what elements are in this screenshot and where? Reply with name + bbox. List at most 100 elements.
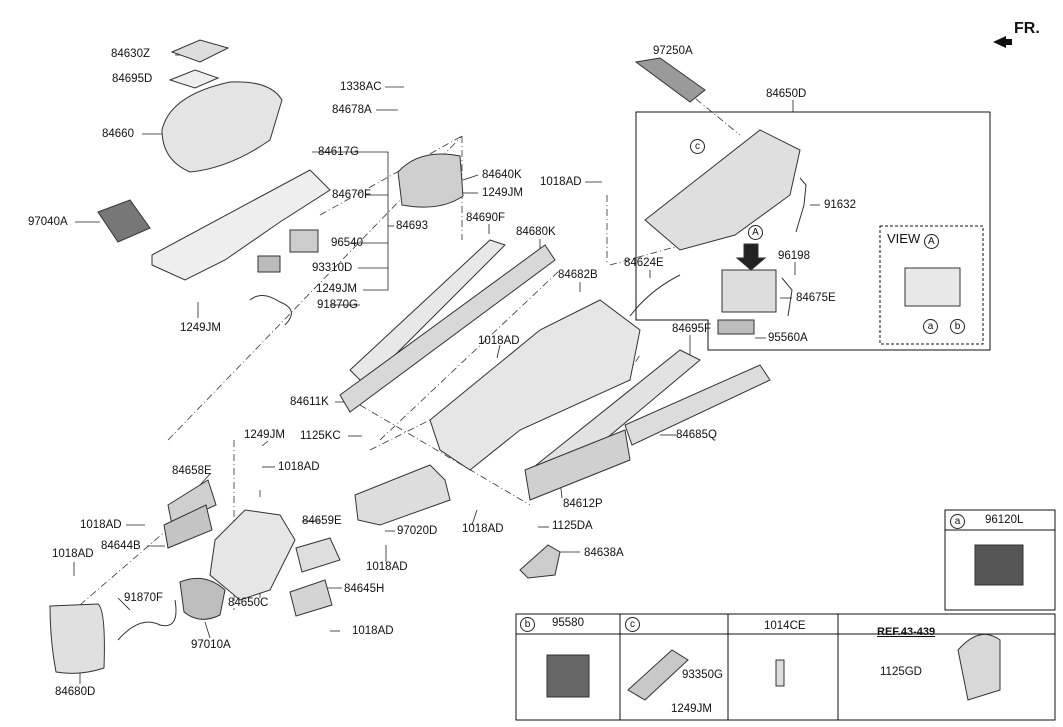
part-label: 84695F (672, 323, 712, 335)
part-label: 84644B (101, 540, 141, 552)
part-label: 91870G (317, 299, 358, 311)
part-label: 84650D (766, 88, 807, 100)
part-label: 84682B (558, 269, 598, 281)
part-label: 91632 (824, 199, 856, 211)
part-label: 97010A (191, 639, 231, 651)
part-label: 1249JM (316, 283, 357, 295)
part-label: 1018AD (478, 335, 520, 347)
view-a-box (879, 225, 984, 345)
part-label: 1125DA (552, 520, 593, 532)
part-label: 84660 (102, 128, 134, 140)
view-a-detail-shape (904, 267, 961, 307)
switch-95560a-shape (717, 319, 755, 335)
legend-a-part: 96120L (985, 514, 1024, 526)
panel-84685q-shape (624, 364, 771, 446)
legend-d-part: 1014CE (764, 620, 806, 632)
part-label: 84659E (302, 515, 342, 527)
view-a-label: VIEW A (887, 231, 939, 249)
part-label: 97250A (653, 45, 693, 57)
bezel-84650d-shape (644, 129, 801, 251)
cup-holder-shape (397, 153, 464, 208)
switch-93350g-shape (627, 649, 689, 701)
part-label: 84611K (290, 396, 329, 408)
part-label: 84690F (466, 212, 506, 224)
part-label: 84645H (344, 583, 385, 595)
armrest-lid-shape (161, 81, 283, 173)
legend-b-part: 95580 (552, 617, 584, 629)
wiring-91870g-shape (249, 295, 292, 326)
part-label: 84612P (563, 498, 603, 510)
part-label: 84695D (112, 73, 153, 85)
wire-91870f-shape (117, 599, 177, 641)
part-label: 84675E (796, 292, 836, 304)
part-label: 84650C (228, 597, 269, 609)
group-84650d-box (635, 111, 991, 351)
part-label: 84638A (584, 547, 624, 559)
bracket-84638a-shape (519, 544, 561, 579)
part-label: 95560A (768, 332, 808, 344)
legend-c-sub2: 1249JM (671, 703, 712, 715)
part-label: 1018AD (462, 523, 504, 535)
legend-a-marker: a (950, 514, 965, 529)
vent-97040a-shape (97, 199, 151, 243)
callout-c: c (690, 139, 705, 154)
mat-84695d-shape (168, 69, 220, 89)
panel-84659e-shape (295, 537, 341, 573)
module-95580-shape (546, 654, 590, 698)
trim-97250a-shape (634, 57, 706, 103)
part-label: 1249JM (482, 187, 523, 199)
part-label: 84630Z (111, 48, 151, 60)
part-label: 84680D (55, 686, 96, 698)
part-label: 97020D (397, 525, 438, 537)
bolt-1014ce-shape (775, 659, 785, 687)
part-label: 84624E (624, 257, 664, 269)
callout-b: b (950, 319, 965, 334)
tray-84630z-shape (170, 39, 230, 63)
front-label: FR. (1014, 20, 1040, 37)
view-label-text: VIEW (887, 231, 921, 246)
front-arrow-icon (993, 36, 1012, 48)
switch-96540-shape (289, 229, 319, 253)
part-label: 1018AD (352, 625, 394, 637)
module-96120l-shape (974, 544, 1024, 586)
part-label: 1125KC (300, 430, 341, 442)
legend-a-box (944, 509, 1056, 611)
part-label: 96198 (778, 250, 810, 262)
duct-97020d-shape (354, 464, 451, 526)
panel-84644b-shape (163, 504, 213, 549)
part-label: 84678A (332, 104, 372, 116)
part-label: 1018AD (80, 519, 122, 531)
part-label: 84685Q (676, 429, 717, 441)
shifter-1125gd-shape (957, 633, 1001, 701)
legend-ref-part: 1125GD (880, 666, 922, 678)
upper-console-trim-shape (151, 169, 331, 281)
wire-91632-shape (795, 177, 807, 233)
part-label: 84670F (332, 189, 372, 201)
part-label: 84693 (396, 220, 428, 232)
leader-lines (73, 54, 820, 684)
callout-a-big: A (748, 225, 763, 240)
wire-96198-shape (781, 277, 793, 317)
view-a-marker: A (923, 234, 939, 249)
part-label: 1018AD (540, 176, 582, 188)
bracket-84650c-shape (209, 509, 296, 601)
part-label: 96540 (331, 237, 363, 249)
end-cover-84680d-shape (49, 603, 105, 674)
part-label: 97040A (28, 216, 68, 228)
panel-84612p-shape (524, 429, 631, 501)
panel-84658e-shape (167, 479, 217, 526)
part-label: 1249JM (180, 322, 221, 334)
part-label: 84680K (516, 226, 556, 238)
module-93310d-shape (257, 255, 281, 273)
part-label: 84617G (318, 146, 359, 158)
callout-a: a (923, 319, 938, 334)
shifter-84675e-shape (721, 269, 777, 313)
console-frame-shape (429, 299, 641, 471)
panel-84645h-shape (289, 579, 333, 617)
pocket-97010a-shape (179, 577, 226, 620)
part-label: 84640K (482, 169, 522, 181)
view-a-arrow-icon (735, 243, 767, 271)
part-label: 93310D (312, 262, 353, 274)
part-label: 1018AD (52, 548, 94, 560)
